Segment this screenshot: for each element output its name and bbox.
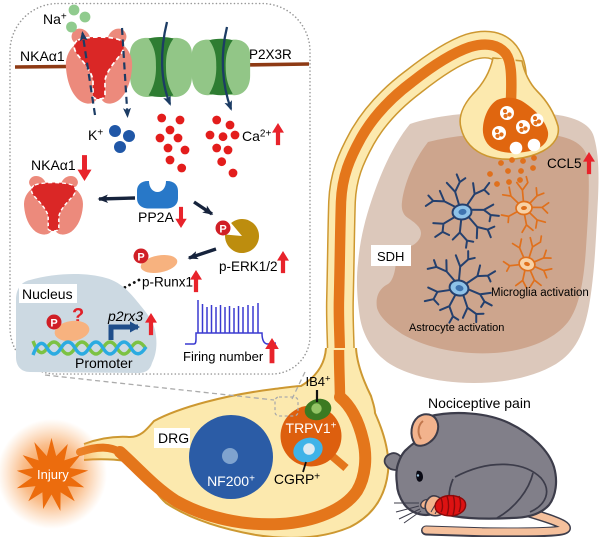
svg-text:P: P xyxy=(50,318,57,330)
svg-text:Nociceptive pain: Nociceptive pain xyxy=(428,395,531,411)
svg-text:p2rx3: p2rx3 xyxy=(107,308,143,324)
svg-text:Promoter: Promoter xyxy=(75,355,133,371)
svg-text:Nucleus: Nucleus xyxy=(22,286,73,302)
svg-text:Microglia activation: Microglia activation xyxy=(491,287,589,299)
svg-text:IB4+: IB4+ xyxy=(305,374,331,390)
svg-text:NKAα1: NKAα1 xyxy=(20,48,65,64)
svg-text:NKAα1: NKAα1 xyxy=(31,157,76,173)
svg-text:NF200+: NF200+ xyxy=(207,473,255,489)
svg-text:P: P xyxy=(137,252,144,264)
svg-text:CCL5: CCL5 xyxy=(547,156,582,171)
svg-text:Injury: Injury xyxy=(37,467,69,482)
svg-text:p-Runx1: p-Runx1 xyxy=(142,275,193,290)
svg-text:p-ERK1/2: p-ERK1/2 xyxy=(219,259,278,274)
svg-text:P: P xyxy=(219,224,226,236)
svg-text:TRPV1+: TRPV1+ xyxy=(286,420,337,436)
svg-text:SDH: SDH xyxy=(377,249,404,264)
svg-text:Astrocyte activation: Astrocyte activation xyxy=(409,322,504,334)
svg-text:PP2A: PP2A xyxy=(138,209,174,225)
svg-text:DRG: DRG xyxy=(158,430,189,446)
svg-text:CGRP+: CGRP+ xyxy=(274,471,320,487)
svg-text:Firing number: Firing number xyxy=(183,349,264,364)
svg-text:P2X3R: P2X3R xyxy=(249,47,292,62)
